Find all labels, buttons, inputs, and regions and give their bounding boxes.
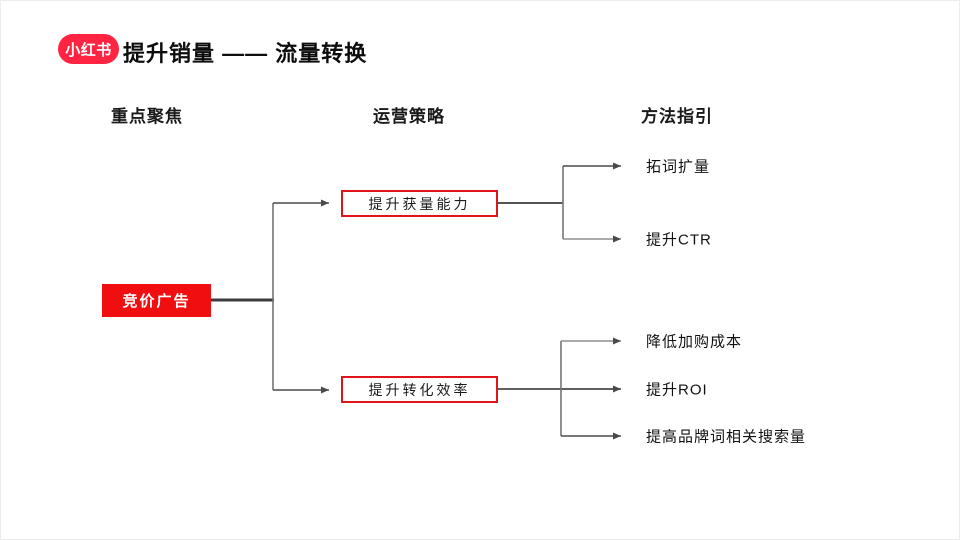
leaf-improve-roi: 提升ROI [646, 381, 708, 399]
node-improve-traffic-acquisition: 提升获量能力 [341, 190, 498, 217]
column-header-key-focus: 重点聚焦 [111, 107, 183, 126]
leaf-improve-ctr: 提升CTR [646, 231, 712, 249]
column-header-method-guide: 方法指引 [641, 107, 713, 126]
leaf-expand-keywords: 拓词扩量 [646, 158, 711, 176]
leaf-lower-add-to-cart-cost: 降低加购成本 [646, 333, 743, 351]
leaf-increase-brand-keyword-search-volume: 提高品牌词相关搜索量 [646, 428, 807, 446]
page-title: 提升销量 —— 流量转换 [123, 41, 368, 66]
xiaohongshu-logo-text: 小红书 [65, 41, 112, 59]
node-bidding-ads: 竞价广告 [102, 284, 211, 317]
column-header-operation-strategy: 运营策略 [373, 107, 445, 126]
node-improve-conversion-efficiency: 提升转化效率 [341, 376, 498, 403]
xiaohongshu-logo: 小红书 [58, 34, 119, 64]
